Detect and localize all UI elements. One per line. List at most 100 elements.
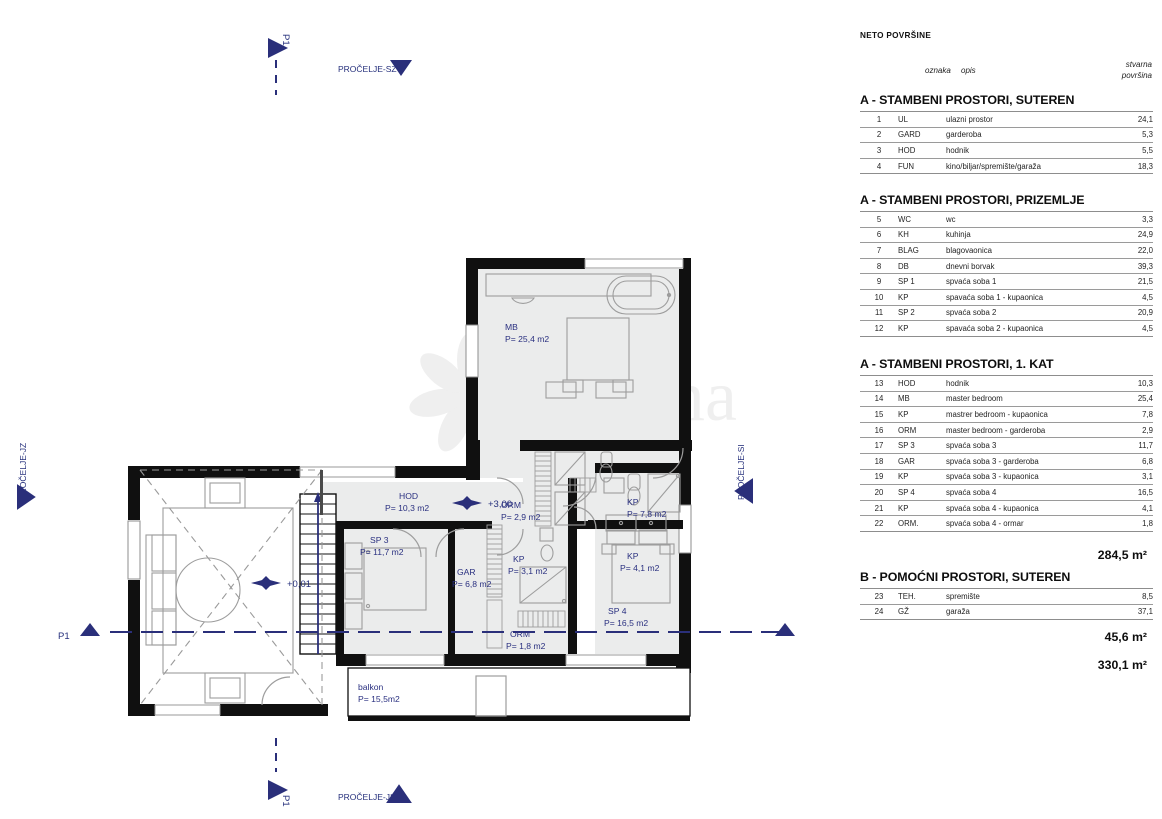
group-heading: A - STAMBENI PROSTORI, 1. KAT xyxy=(860,357,1054,371)
room-area-kp4: P= 4,1 m2 xyxy=(620,563,660,573)
triangle-up-icon xyxy=(386,784,412,803)
room-area-balkon: P= 15,5m2 xyxy=(358,694,400,704)
column-header-opis: opis xyxy=(961,66,976,75)
column-header-oznaka: oznaka xyxy=(925,66,951,75)
subtotal-pomocni: 45,6 m² xyxy=(1104,630,1147,644)
group-heading: A - STAMBENI PROSTORI, PRIZEMLJE xyxy=(860,193,1085,207)
room-code-hod: HOD xyxy=(399,491,418,501)
section-line-vertical-bottom: P1 xyxy=(268,738,291,807)
section-label-top: P1 xyxy=(280,34,291,46)
room-code-sp3: SP 3 xyxy=(370,535,389,545)
room-code-kp31: KP xyxy=(513,554,525,564)
room-area-kp78: P= 7,8 m2 xyxy=(627,509,667,519)
room-code-sp4: SP 4 xyxy=(608,606,627,616)
room-code-mb: MB xyxy=(505,322,518,332)
elevation-marker-0: +0,01 xyxy=(251,576,311,590)
room-code-balkon: balkon xyxy=(358,682,384,692)
furniture xyxy=(145,273,681,704)
section-marker-right xyxy=(775,623,795,636)
column-header-stvarna-povrsina: stvarna površina xyxy=(1102,59,1152,81)
section-marker-left: P1 xyxy=(58,623,100,642)
room-code-kp4: KP xyxy=(627,551,639,561)
room-area-kp31: P= 3,1 m2 xyxy=(508,566,548,576)
triangle-right-icon xyxy=(17,484,36,510)
door-swings xyxy=(261,447,684,706)
facade-marker-ji: PROČELJE-JI xyxy=(338,784,412,803)
room-area-mb: P= 25,4 m2 xyxy=(505,334,549,344)
stair xyxy=(299,492,337,655)
elevation-value-0: +0,01 xyxy=(287,579,311,590)
room-labels: MB P= 25,4 m2 ORM P= 2,9 m2 KP P= 7,8 m2… xyxy=(358,322,667,704)
group-heading: A - STAMBENI PROSTORI, SUTEREN xyxy=(860,93,1075,107)
elevation-value-1: +3,00 xyxy=(488,499,512,510)
facade-marker-sz: PROČELJE-SZ xyxy=(338,60,412,76)
floor-plan-drawing: Dogma nekretnine xyxy=(17,34,795,807)
facade-label-si: PROČELJE-SI xyxy=(736,444,746,500)
floor-plan-svg: Dogma nekretnine xyxy=(17,34,795,807)
grand-total: 330,1 m² xyxy=(1097,658,1147,672)
terrace-edge-dots xyxy=(320,470,323,515)
elevation-marker-1: +3,00 xyxy=(452,496,512,510)
room-area-orm2: P= 1,8 m2 xyxy=(506,641,546,651)
room-area-sp3: P= 11,7 m2 xyxy=(360,547,404,557)
balcony xyxy=(347,667,691,721)
areas-panel: NETO POVRŠINE oznaka opis stvarna površi… xyxy=(855,0,1155,819)
room-code-orm1: ORM xyxy=(501,500,521,510)
panel-title: NETO POVRŠINE xyxy=(860,31,932,40)
section-label-bottom: P1 xyxy=(280,795,291,807)
room-code-gar: GAR xyxy=(457,567,476,577)
room-area-sp4: P= 16,5 m2 xyxy=(604,618,648,628)
facade-label-jz: PROČELJE-JZ xyxy=(18,443,28,500)
room-area-orm1: P= 2,9 m2 xyxy=(501,512,541,522)
column-header-stvarna: stvarna xyxy=(1125,60,1152,69)
facade-marker-jz: PROČELJE-JZ xyxy=(17,443,36,510)
room-code-kp78: KP xyxy=(627,497,639,507)
triangle-left-icon xyxy=(734,478,753,504)
walls xyxy=(127,258,692,716)
subtotal-stambeni: 284,5 m² xyxy=(1097,548,1147,562)
facade-label-ji: PROČELJE-JI xyxy=(338,792,392,802)
section-line-vertical-top: P1 xyxy=(268,34,291,95)
column-header-povrsina: površina xyxy=(1121,71,1152,80)
facade-label-sz: PROČELJE-SZ xyxy=(338,64,397,74)
section-label-left: P1 xyxy=(58,631,70,642)
facade-marker-si: PROČELJE-SI xyxy=(734,444,753,504)
room-area-gar: P= 6,8 m2 xyxy=(452,579,492,589)
room-code-orm2: ORM xyxy=(510,629,530,639)
triangle-down-icon xyxy=(390,60,412,76)
room-area-hod: P= 10,3 m2 xyxy=(385,503,429,513)
group-heading: B - POMOĆNI PROSTORI, SUTEREN xyxy=(860,570,1071,584)
